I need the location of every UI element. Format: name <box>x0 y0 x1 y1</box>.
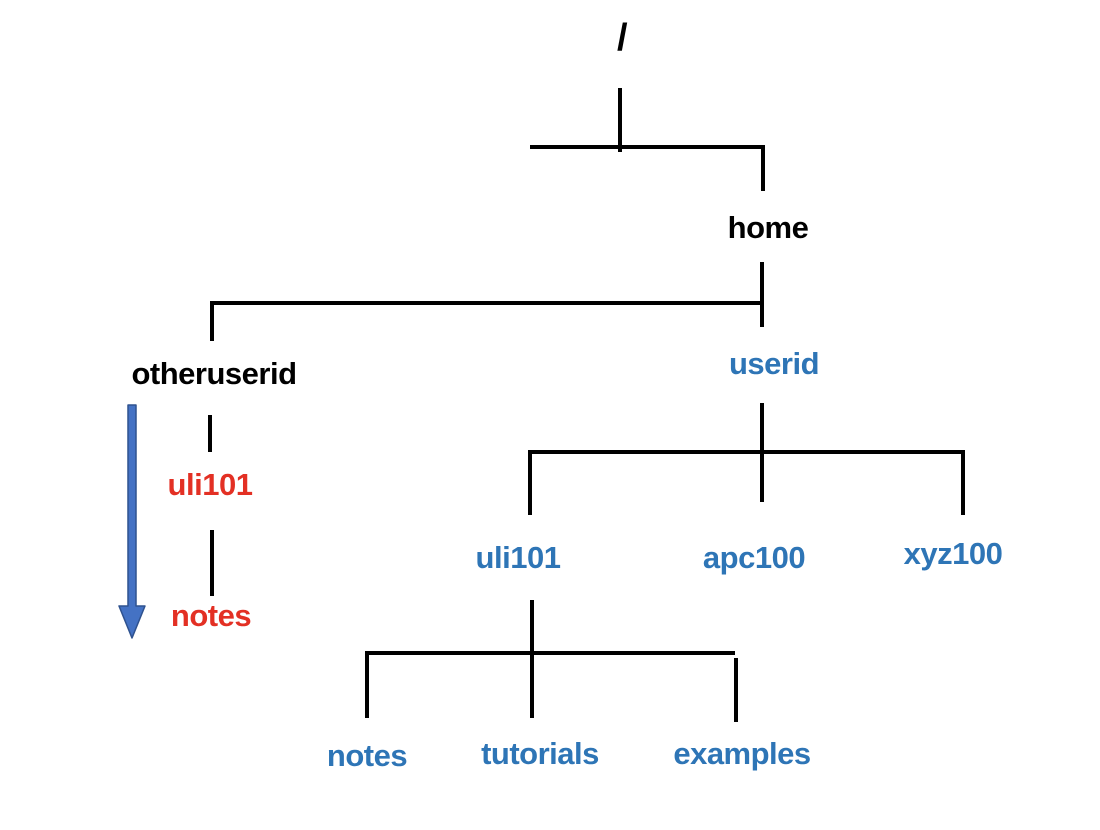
edge-branch-home <box>761 145 765 191</box>
node-root: / <box>616 17 628 59</box>
down-arrow-icon <box>118 404 146 639</box>
edge-home-branch <box>210 301 764 305</box>
edge-branch-otheruserid <box>210 301 214 341</box>
edge-root-stem <box>618 88 622 152</box>
node-userid-apc100: apc100 <box>702 540 806 575</box>
node-otheruserid-uli101: uli101 <box>167 467 253 502</box>
edge-uli101-stem <box>530 600 534 718</box>
edge-otheruserid-uli101 <box>208 415 212 452</box>
edge-branch-xyz100 <box>961 450 965 515</box>
node-uli101-tutorials: tutorials <box>481 736 599 771</box>
edge-root-branch <box>530 145 765 149</box>
node-userid: userid <box>728 346 820 381</box>
edge-uli101-notes-left <box>210 530 214 596</box>
node-uli101-examples: examples <box>673 736 811 771</box>
edge-branch-examples <box>734 658 738 722</box>
edge-uli101-branch <box>365 651 735 655</box>
node-userid-xyz100: xyz100 <box>903 536 1003 571</box>
edge-userid-branch <box>530 450 965 454</box>
edge-home-stem <box>760 262 764 327</box>
node-otheruserid: otheruserid <box>131 356 297 391</box>
edge-branch-notes <box>365 651 369 718</box>
node-uli101-notes: notes <box>326 738 408 773</box>
node-home: home <box>727 210 809 245</box>
edge-branch-uli101 <box>528 450 532 515</box>
node-userid-uli101: uli101 <box>475 540 561 575</box>
node-otheruserid-notes: notes <box>170 598 252 633</box>
